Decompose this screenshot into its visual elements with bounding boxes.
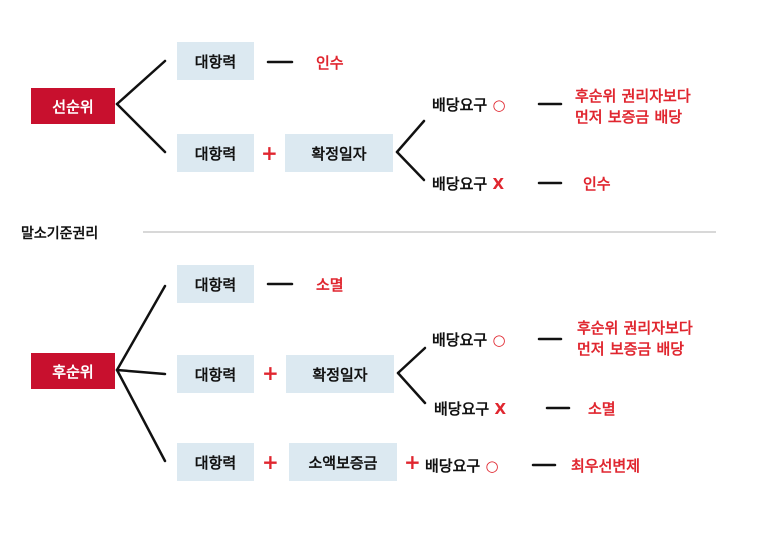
box-label: 소액보증금 (308, 453, 378, 472)
dividend-request-no: 배당요구 X (434, 398, 506, 419)
box-label: 대항력 (194, 52, 237, 71)
plus-sign: + (261, 141, 278, 165)
result-extinguish: 소멸 (588, 400, 616, 418)
dividend-request-label: 배당요구 (425, 457, 481, 475)
plus-sign: + (404, 450, 421, 474)
box-label: 대항력 (194, 275, 237, 294)
branch-line (115, 368, 167, 376)
circle-mark: ○ (492, 96, 506, 114)
branch-line (115, 284, 167, 372)
root-junior: 후순위 (31, 353, 115, 389)
x-mark: X (494, 400, 507, 418)
box-small-deposit: 소액보증금 (289, 443, 397, 481)
branch-line (396, 346, 427, 375)
result-line: 먼저 보증금 배당 (577, 340, 685, 358)
dividend-request-label: 배당요구 (434, 400, 490, 418)
circle-mark: ○ (485, 457, 499, 475)
dividend-request-yes: 배당요구 ○ (432, 329, 506, 350)
branch-line (396, 371, 427, 405)
result-line: 먼저 보증금 배당 (575, 108, 683, 126)
dividend-request-yes: 배당요구 ○ (432, 94, 506, 115)
root-junior-label: 후순위 (52, 362, 94, 381)
branch-line (115, 102, 167, 154)
branch-line (395, 119, 426, 154)
box-opposing-power: 대항력 (177, 134, 254, 172)
box-label: 대항력 (194, 144, 237, 163)
box-fixed-date: 확정일자 (286, 355, 394, 393)
box-opposing-power: 대항력 (177, 355, 254, 393)
result-priority-payment: 후순위 권리자보다 먼저 보증금 배당 (577, 318, 693, 360)
root-senior-label: 선순위 (52, 97, 94, 116)
result-extinguish: 소멸 (316, 276, 344, 294)
x-mark: X (492, 175, 505, 193)
circle-mark: ○ (492, 331, 506, 349)
result-priority-payment: 후순위 권리자보다 먼저 보증금 배당 (575, 86, 691, 128)
result-line: 후순위 권리자보다 (575, 87, 691, 105)
result-line: 후순위 권리자보다 (577, 319, 693, 337)
dividend-request-label: 배당요구 (432, 175, 488, 193)
result-assume: 인수 (316, 54, 344, 72)
box-label: 대항력 (194, 453, 237, 472)
result-top-priority-repayment: 최우선변제 (571, 457, 641, 475)
box-label: 확정일자 (311, 144, 367, 163)
box-label: 확정일자 (312, 365, 368, 384)
box-opposing-power: 대항력 (177, 265, 254, 303)
dividend-request-yes: 배당요구 ○ (425, 455, 499, 476)
dividend-request-label: 배당요구 (432, 331, 488, 349)
baseline-right-label: 말소기준권리 (21, 226, 99, 242)
branch-line (115, 368, 167, 463)
box-label: 대항력 (194, 365, 237, 384)
plus-sign: + (262, 361, 279, 385)
dividend-request-label: 배당요구 (432, 96, 488, 114)
box-opposing-power: 대항력 (177, 443, 254, 481)
box-opposing-power: 대항력 (177, 42, 254, 80)
dividend-request-no: 배당요구 X (432, 173, 504, 194)
branch-line (395, 150, 426, 182)
branch-line (115, 59, 167, 106)
box-fixed-date: 확정일자 (285, 134, 393, 172)
plus-sign: + (262, 450, 279, 474)
root-senior: 선순위 (31, 88, 115, 124)
result-assume: 인수 (583, 175, 611, 193)
